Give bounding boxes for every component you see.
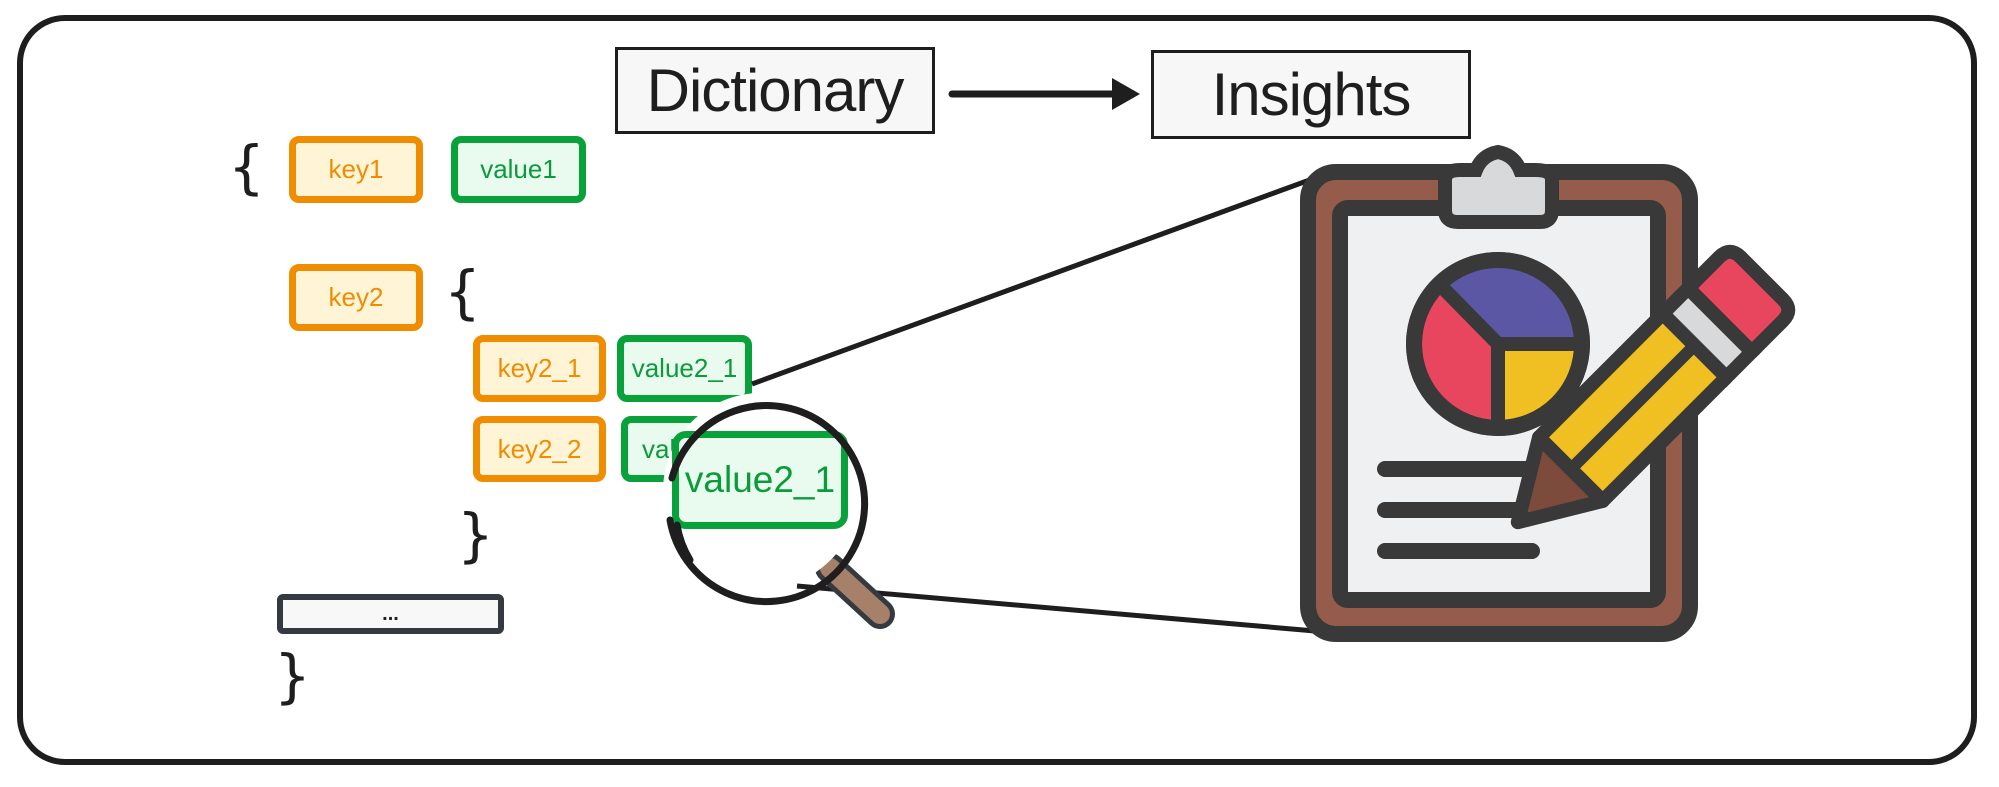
key-label: key2_2 [497, 433, 582, 464]
pie-chart-icon [1406, 252, 1590, 436]
more-entries-label: ... [382, 602, 399, 625]
key-label: key1 [328, 154, 384, 184]
zoom-line-bottom [796, 583, 1316, 634]
dictionary-title-box: Dictionary [615, 47, 935, 134]
magnifier-rim-gap [673, 521, 694, 564]
value-chip-value2-1: value2_1 [617, 335, 752, 402]
value-chip-value1: value1 [451, 136, 586, 203]
clipboard-report-icon [1300, 144, 1796, 642]
pencil-icon [1510, 244, 1796, 530]
more-entries-box: ... [277, 594, 504, 634]
nested-close-brace: } [457, 501, 494, 569]
zoom-line-top [751, 175, 1316, 387]
clipboard-clip-icon [1438, 144, 1559, 229]
diagram-frame [17, 15, 1977, 765]
value-label: value1 [480, 154, 557, 184]
nested-open-brace: { [444, 258, 481, 326]
magnifier-rim-icon [666, 402, 869, 606]
magnifier-handle-icon [815, 553, 895, 629]
dictionary-title: Dictionary [646, 57, 905, 124]
key-label: key2 [328, 282, 384, 312]
pie-slice-yellow [1498, 344, 1582, 428]
outer-close-brace: } [274, 642, 311, 710]
insights-title-box: Insights [1151, 50, 1471, 139]
insights-title: Insights [1211, 61, 1412, 128]
key-chip-key2-1: key2_1 [473, 335, 606, 402]
magnified-value-chip: value2_1 [672, 431, 848, 529]
key-label: key2_1 [497, 353, 582, 383]
magnified-value-label: value2_1 [684, 459, 836, 500]
outer-open-brace: { [228, 133, 265, 201]
value-label: value2_1 [631, 353, 738, 383]
key-chip-key2: key2 [289, 264, 423, 331]
key-chip-key2-2: key2_2 [473, 416, 606, 482]
key-chip-key1: key1 [289, 136, 423, 203]
